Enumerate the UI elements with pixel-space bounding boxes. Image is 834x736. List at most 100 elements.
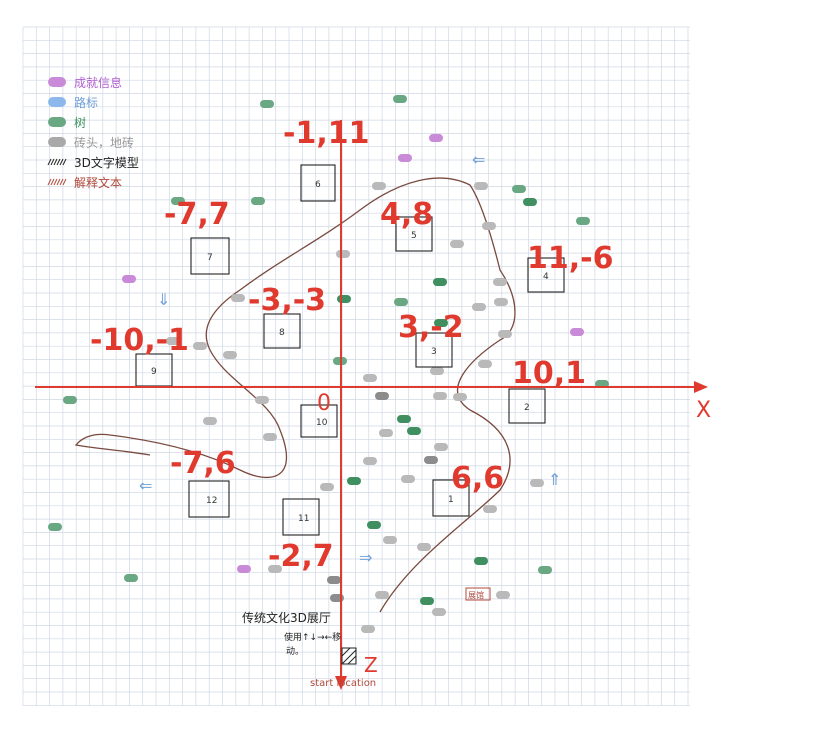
origin-label: 0 bbox=[317, 391, 331, 416]
achievement-marker bbox=[122, 275, 136, 283]
brick-marker bbox=[166, 337, 180, 345]
brick-marker bbox=[363, 457, 377, 465]
legend-label: 3D文字模型 bbox=[74, 155, 139, 170]
tree-marker bbox=[63, 396, 77, 404]
room-box bbox=[527, 257, 565, 293]
grid-paper bbox=[22, 26, 690, 706]
brick-marker bbox=[383, 536, 397, 544]
legend-label: 砖头，地砖 bbox=[74, 135, 134, 150]
room-number: 8 bbox=[279, 328, 285, 338]
legend-swatch bbox=[56, 158, 61, 166]
brick-marker bbox=[375, 591, 389, 599]
coordinate-label: -2,7 bbox=[268, 539, 334, 574]
achievement-marker bbox=[429, 134, 443, 142]
tree-marker bbox=[393, 95, 407, 103]
legend-swatch bbox=[56, 178, 61, 186]
brick-marker bbox=[320, 483, 334, 491]
room-number: 5 bbox=[411, 231, 417, 241]
room-number: 12 bbox=[206, 496, 217, 506]
legend-swatch bbox=[53, 158, 58, 166]
brick-marker bbox=[472, 303, 486, 311]
room-number: 10 bbox=[316, 418, 328, 428]
start-location: start location bbox=[310, 647, 376, 689]
tree-marker bbox=[433, 278, 447, 286]
brick-marker bbox=[263, 433, 277, 441]
legend-swatch bbox=[50, 178, 55, 186]
brick-marker bbox=[424, 456, 438, 464]
tree-marker bbox=[420, 597, 434, 605]
tree-marker bbox=[523, 198, 537, 206]
tree-marker bbox=[538, 566, 552, 574]
tree-marker bbox=[367, 521, 381, 529]
brick-marker bbox=[203, 417, 217, 425]
room-box bbox=[432, 479, 470, 517]
brick-marker bbox=[379, 429, 393, 437]
hall-note-line1: 使用↑↓→←移 bbox=[284, 631, 341, 643]
coordinate-label: 10,1 bbox=[512, 356, 586, 391]
x-axis-arrow bbox=[694, 381, 708, 393]
direction-arrow-icon: ⇓ bbox=[157, 290, 170, 309]
legend-label: 成就信息 bbox=[74, 75, 122, 90]
brick-marker bbox=[193, 342, 207, 350]
achievement-marker bbox=[570, 328, 584, 336]
room-box bbox=[263, 313, 301, 349]
legend-swatch bbox=[62, 158, 67, 166]
room-box bbox=[508, 388, 546, 424]
brick-marker bbox=[223, 351, 237, 359]
tree-marker bbox=[576, 217, 590, 225]
hall-note: 传统文化3D展厅 使用↑↓→←移 动。 bbox=[242, 610, 341, 657]
room-box bbox=[188, 480, 230, 518]
room-number: 6 bbox=[315, 180, 321, 190]
start-location-label: start location bbox=[310, 678, 376, 689]
direction-arrows: ⇐⇓⇐⇑⇒ bbox=[139, 150, 561, 567]
room-box bbox=[300, 404, 338, 438]
coordinate-label: 6,6 bbox=[451, 461, 504, 496]
legend-label: 解释文本 bbox=[74, 175, 122, 190]
room-number: 1 bbox=[448, 495, 454, 505]
coordinate-label: 4,8 bbox=[380, 197, 433, 232]
direction-arrow-icon: ⇐ bbox=[139, 476, 152, 495]
room-number: 4 bbox=[543, 272, 549, 282]
legend-swatch bbox=[48, 77, 66, 87]
room-number: 11 bbox=[298, 514, 309, 524]
small-exhibit-label: 展馆 bbox=[468, 590, 484, 600]
brick-marker bbox=[255, 396, 269, 404]
z-axis-arrow bbox=[335, 676, 347, 690]
tree-marker bbox=[407, 427, 421, 435]
x-axis-label: X bbox=[696, 398, 711, 423]
tree-marker bbox=[124, 574, 138, 582]
brick-marker bbox=[372, 182, 386, 190]
hall-note-title: 传统文化3D展厅 bbox=[242, 610, 331, 625]
coordinate-label: -7,6 bbox=[170, 446, 236, 481]
axes: X Z 0 bbox=[35, 120, 711, 690]
brick-marker bbox=[375, 392, 389, 400]
room-number: 9 bbox=[151, 367, 157, 377]
tree-marker bbox=[48, 523, 62, 531]
legend-swatch bbox=[48, 117, 66, 127]
brick-marker bbox=[432, 608, 446, 616]
tree-marker bbox=[347, 477, 361, 485]
room-box bbox=[395, 216, 433, 252]
room-number: 2 bbox=[524, 403, 530, 413]
tree-marker bbox=[171, 197, 185, 205]
legend-swatch bbox=[53, 178, 58, 186]
walking-path-outline bbox=[74, 177, 516, 613]
brick-marker bbox=[336, 250, 350, 258]
z-axis-label: Z bbox=[364, 653, 378, 677]
coordinate-label: -1,11 bbox=[283, 116, 369, 151]
hall-note-line2: 动。 bbox=[286, 646, 304, 657]
brick-marker bbox=[361, 625, 375, 633]
brick-marker bbox=[327, 576, 341, 584]
legend-swatch bbox=[48, 137, 66, 147]
brick-marker bbox=[453, 393, 467, 401]
brick-marker bbox=[433, 392, 447, 400]
legend-label: 路标 bbox=[74, 95, 98, 110]
achievement-marker bbox=[398, 154, 412, 162]
coordinate-label: -3,-3 bbox=[248, 283, 326, 318]
brick-marker bbox=[482, 222, 496, 230]
room-box bbox=[282, 498, 320, 536]
brick-marker bbox=[493, 278, 507, 286]
tree-marker bbox=[337, 295, 351, 303]
